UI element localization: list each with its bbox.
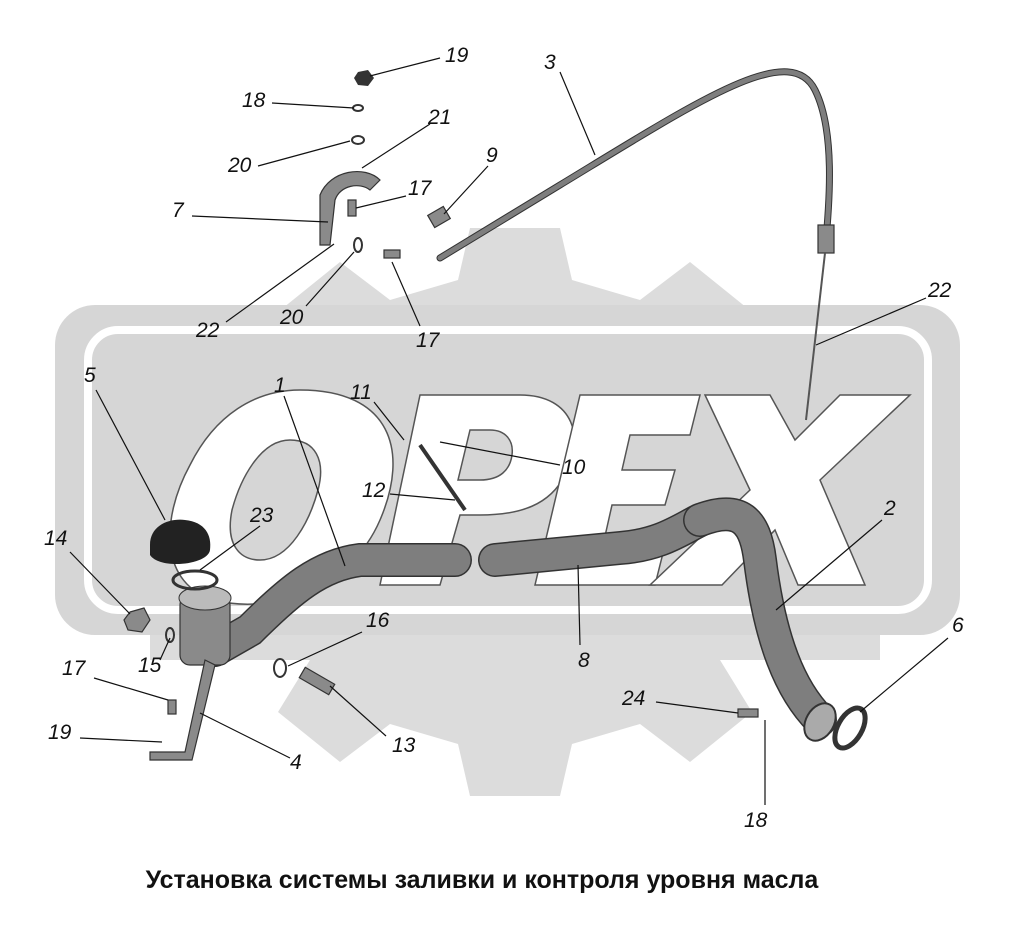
leader-line <box>859 637 949 713</box>
dipstick-plug-9 <box>426 205 452 229</box>
flange-gasket-6 <box>832 705 868 751</box>
nut-14 <box>123 607 151 633</box>
dipstick-rod <box>805 252 826 421</box>
callout-number: 12 <box>362 479 386 502</box>
callout-number: 19 <box>445 44 469 67</box>
leader-line <box>361 123 431 169</box>
parts <box>123 68 868 761</box>
callout-number: 5 <box>84 364 96 387</box>
callout-number: 20 <box>279 306 304 329</box>
callout-number: 8 <box>578 649 590 672</box>
diagram-caption: Установка системы заливки и контроля уро… <box>145 866 819 894</box>
bracket-4 <box>149 659 216 761</box>
callout-number: 22 <box>195 319 220 342</box>
leader-line <box>439 441 561 466</box>
bracket-7 <box>319 171 381 246</box>
callout-number: 9 <box>486 144 498 167</box>
callout-number: 20 <box>227 154 252 177</box>
callout-number: 15 <box>138 654 162 677</box>
callout-number: 1 <box>274 374 286 397</box>
callout-number: 16 <box>366 609 390 632</box>
leader-line <box>159 637 171 661</box>
callout-number: 4 <box>290 751 302 774</box>
callout-number: 23 <box>249 504 274 527</box>
bolt-24 <box>737 708 759 718</box>
callout-number: 17 <box>408 177 433 200</box>
leader-line <box>287 631 363 667</box>
callout-number: 13 <box>392 734 416 757</box>
callout-number: 19 <box>48 721 72 744</box>
leader-line <box>655 701 739 714</box>
filler-cap-5 <box>150 519 211 565</box>
callout-number: 10 <box>562 456 586 479</box>
leader-line <box>79 737 163 743</box>
leader-line <box>225 243 335 323</box>
leader-line <box>815 297 927 346</box>
callout-number: 2 <box>883 497 896 520</box>
callout-number: 6 <box>952 614 964 637</box>
leader-line <box>93 677 169 701</box>
leader-line <box>391 261 421 327</box>
leader-line <box>369 57 441 77</box>
leader-line <box>355 195 407 209</box>
callout-number: 18 <box>744 809 768 832</box>
callout-number: 3 <box>544 51 556 74</box>
callout-number: 21 <box>427 106 451 129</box>
leader-line <box>373 401 405 441</box>
clip-12 <box>418 443 467 512</box>
bolt-13 <box>298 666 336 696</box>
callout-number: 17 <box>62 657 87 680</box>
leader-line <box>199 712 291 759</box>
watermark-logo <box>55 228 960 796</box>
callout-number: 17 <box>416 329 441 352</box>
nut-19-top <box>354 70 374 86</box>
leader-line <box>577 564 581 646</box>
leader-line <box>443 165 489 215</box>
callout-number: 22 <box>927 279 952 302</box>
leader-line <box>271 102 355 109</box>
leader-line <box>305 251 355 307</box>
leader-line <box>775 519 883 611</box>
leader-line <box>283 395 346 567</box>
leader-line <box>199 525 261 571</box>
callout-number: 24 <box>621 687 645 710</box>
callout-number: 11 <box>350 381 372 404</box>
leader-line <box>95 389 166 521</box>
leader-line <box>389 493 456 501</box>
callout-number: 7 <box>172 199 185 222</box>
leader-line <box>559 71 596 156</box>
leader-line <box>329 685 387 737</box>
leader-line <box>257 140 351 167</box>
leader-line <box>191 215 329 223</box>
callout-number: 14 <box>44 527 67 550</box>
leader-line <box>69 551 131 615</box>
seal-ring-23 <box>171 569 219 591</box>
callout-number: 18 <box>242 89 266 112</box>
